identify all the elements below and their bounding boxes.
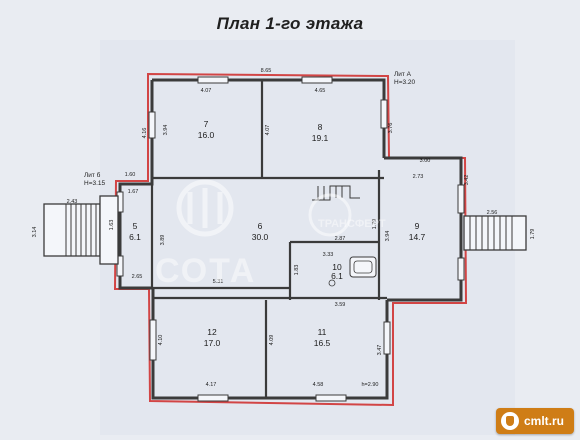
- dim-porch-left-top: 2.43: [67, 199, 78, 205]
- room-7-area: 16.0: [198, 130, 215, 140]
- room-8-number: 8: [318, 122, 323, 132]
- sink: [328, 279, 336, 287]
- dim-mid-right: 3.59: [335, 302, 346, 308]
- room-5-area: 6.1: [129, 232, 141, 242]
- porch-right: [463, 215, 527, 251]
- watermark: [176, 179, 352, 237]
- dim-r12-left: 4.10: [158, 335, 164, 346]
- site-logo[interactable]: cmlt.ru: [496, 408, 574, 434]
- dim-h-bottom: h=2.90: [362, 382, 379, 388]
- watermark-transfert-text: ТРАНСФЕРТ: [318, 218, 386, 230]
- lit-a-line1: Лит А: [394, 71, 412, 78]
- window-r9-upper: [457, 184, 465, 214]
- room-10-area: 6.1: [331, 271, 343, 281]
- dim-r7-right: 3.94: [163, 125, 169, 136]
- dim-porch-right-side: 1.79: [530, 229, 536, 240]
- windows: [116, 76, 465, 402]
- window-r5-bottom: [116, 255, 124, 277]
- plan-title: План 1-го этажа: [216, 14, 364, 33]
- room-10-number: 10: [332, 262, 342, 272]
- dim-r10-top: 2.87: [335, 236, 346, 242]
- dim-r6-bottom: 5.31: [213, 279, 224, 285]
- room-12-number: 12: [207, 327, 217, 337]
- window-r12-bottom: [197, 394, 229, 402]
- logo-text: cmlt.ru: [524, 414, 565, 428]
- room-11-area: 16.5: [314, 338, 331, 348]
- dim-r9-left: 3.94: [385, 231, 391, 242]
- watermark-sota-text: СОТА: [155, 252, 257, 290]
- dim-r5-top: 1.67: [128, 189, 139, 195]
- lit-b-line2: Н=3.15: [84, 180, 106, 187]
- window-r8-top: [301, 76, 333, 84]
- logo-icon: [501, 412, 519, 430]
- room-11-number: 11: [318, 327, 327, 337]
- dim-porch-left-side: 3.14: [32, 227, 38, 238]
- dim-r11-right: 3.47: [377, 345, 383, 356]
- dim-r8-right: 3.76: [388, 123, 394, 134]
- dim-lit-b-top: 1.60: [125, 172, 136, 178]
- dim-porch-right-top: 2.56: [487, 210, 498, 216]
- dim-r7-left: 4.16: [142, 128, 148, 139]
- room-6-number: 6: [258, 221, 263, 231]
- room-12-area: 17.0: [204, 338, 221, 348]
- room-9-number: 9: [415, 221, 420, 231]
- dim-r7-top: 4.07: [201, 88, 212, 94]
- window-r11-right: [383, 321, 391, 355]
- dim-r5-h: 2.65: [132, 274, 143, 280]
- dim-r11-left: 4.09: [269, 335, 275, 346]
- interior-walls: [150, 80, 387, 398]
- window-r7-top: [197, 76, 229, 84]
- dim-r8-top: 4.65: [315, 88, 326, 94]
- window-r8-right: [380, 99, 388, 129]
- plan-sheet: [100, 40, 515, 435]
- lit-b-line1: Лит б: [84, 171, 101, 179]
- dim-r12-bottom: 4.17: [206, 382, 217, 388]
- room-8-area: 19.1: [312, 133, 329, 143]
- lit-a-line2: Н=3.20: [394, 79, 416, 86]
- dim-r10-side: 1.83: [294, 265, 300, 276]
- window-r11-bottom: [315, 394, 347, 402]
- dim-r8-left: 4.07: [265, 125, 271, 136]
- dim-stair-side: 1.79: [372, 219, 378, 230]
- dim-r5-side: 1.63: [109, 220, 115, 231]
- dim-r10-w: 3.33: [323, 252, 334, 258]
- porch-left: [43, 195, 119, 265]
- dim-r6-h: 3.89: [160, 235, 166, 246]
- window-r7-left: [148, 111, 156, 139]
- room-5-number: 5: [133, 221, 138, 231]
- room-6-area: 30.0: [252, 232, 269, 242]
- room-7-number: 7: [204, 119, 209, 129]
- dim-right-ext-top: 3.00: [420, 158, 431, 164]
- dim-r9-top: 2.73: [413, 174, 424, 180]
- room-9-area: 14.7: [409, 232, 426, 242]
- dim-r9-right: 3.42: [464, 175, 470, 186]
- window-r9-lower: [457, 257, 465, 281]
- dim-top-total: 8.65: [261, 68, 272, 74]
- bathtub: [349, 256, 377, 278]
- dim-r11-bottom: 4.58: [313, 382, 324, 388]
- window-r12-left: [149, 319, 157, 361]
